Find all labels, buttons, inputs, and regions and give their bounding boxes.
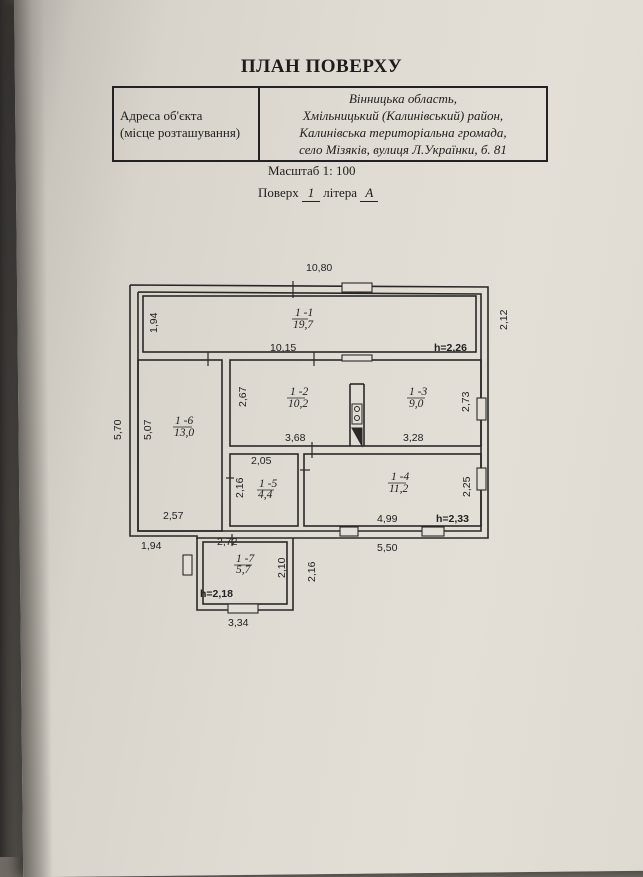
dim-porch-height-outer: 2,16 <box>306 561 318 582</box>
dim-room1-height: 1,94 <box>148 312 160 333</box>
room-1-3-id: 1 -3 <box>409 386 427 398</box>
room-1-2-id: 1 -2 <box>290 386 308 398</box>
dim-room4-width: 4,99 <box>377 513 398 525</box>
dim-inner-width-top: 10,15 <box>270 342 296 354</box>
dim-porch-width-top: 2,72 <box>217 536 238 548</box>
dim-room2-width: 3,68 <box>285 432 306 444</box>
address-label-line: (місце розташування) <box>120 125 241 140</box>
dim-room5-height: 2,16 <box>234 477 246 498</box>
page-title: ПЛАН ПОВЕРХУ <box>240 56 403 77</box>
dim-room5-width: 2,05 <box>251 455 272 467</box>
dim-right-top: 2,12 <box>498 309 510 330</box>
window <box>476 467 487 491</box>
room-1-7-id: 1 -7 <box>236 553 255 565</box>
room-1-1-area: 19,7 <box>293 319 314 331</box>
room-1-6-id: 1 -6 <box>175 415 193 427</box>
address-value-line: Калинівська територіальна громада, <box>299 125 507 140</box>
window <box>339 526 359 537</box>
scale-label: Масштаб 1: 100 <box>268 163 356 178</box>
room-1-4-area: 11,2 <box>389 483 409 495</box>
room-1-4-id: 1 -4 <box>391 471 409 483</box>
dim-room3-height: 2,73 <box>460 391 472 412</box>
room-1-5-id: 1 -5 <box>259 478 277 490</box>
room-1-1-wall <box>142 295 477 353</box>
room-1-3-area: 9,0 <box>409 398 424 410</box>
room-1-5-wall <box>229 453 299 527</box>
stove-symbol <box>351 403 363 425</box>
window <box>421 526 445 537</box>
room-1-5-area: 4,4 <box>258 489 273 501</box>
room-1-6-wall <box>137 359 223 532</box>
dim-room3-width: 3,28 <box>403 432 424 444</box>
floor-value: 1 <box>301 185 320 202</box>
dim-left-total: 5,70 <box>112 419 124 440</box>
window <box>341 282 373 293</box>
floor-line: Поверх 1 літера А <box>258 185 379 202</box>
window <box>476 397 487 421</box>
chimney-symbol <box>351 427 363 448</box>
address-value-line: село Мізяків, вулиця Л.Українки, б. 81 <box>299 142 507 157</box>
address-table: Адреса об'єкта (місце розташування) Вінн… <box>112 86 548 162</box>
dim-porch-width-bottom: 3,34 <box>228 617 249 629</box>
room-1-7-area: 5,7 <box>236 564 252 576</box>
dim-top-total: 10,80 <box>306 262 332 274</box>
litera-label: літера <box>323 185 358 200</box>
dim-room6-height: 5,07 <box>142 419 154 440</box>
dim-bottom-right: 5,50 <box>377 542 398 554</box>
height-label: h=2,26 <box>434 342 467 354</box>
window <box>227 603 259 614</box>
room-1-2-area: 10,2 <box>288 398 308 410</box>
litera-value: А <box>360 185 379 202</box>
window <box>341 354 373 362</box>
dim-bottom-left: 1,94 <box>141 540 162 552</box>
dim-room4-height: 2,25 <box>461 476 473 497</box>
room-1-6-area: 13,0 <box>174 427 194 439</box>
floor-label: Поверх <box>258 185 299 200</box>
dim-room6-width: 2,57 <box>163 510 184 522</box>
floor-plan-drawing: 10,80 2,12 1,94 10,15 5,70 5,07 2,67 2,7… <box>112 262 510 629</box>
window <box>182 554 193 576</box>
address-value-cell: Вінницька область, Хмільницький (Калинів… <box>258 86 548 162</box>
height-label: h=2,18 <box>200 588 233 600</box>
address-label-cell: Адреса об'єкта (місце розташування) <box>112 86 260 162</box>
dim-porch-height-inner: 2,10 <box>276 557 288 578</box>
address-label-line: Адреса об'єкта <box>120 108 203 123</box>
dim-room2-height: 2,67 <box>237 386 249 407</box>
address-value-line: Вінницька область, <box>348 91 458 106</box>
room-1-1-id: 1 -1 <box>295 307 313 319</box>
height-label: h=2,33 <box>436 513 469 525</box>
address-value-line: Хмільницький (Калинівський) район, <box>302 108 504 123</box>
